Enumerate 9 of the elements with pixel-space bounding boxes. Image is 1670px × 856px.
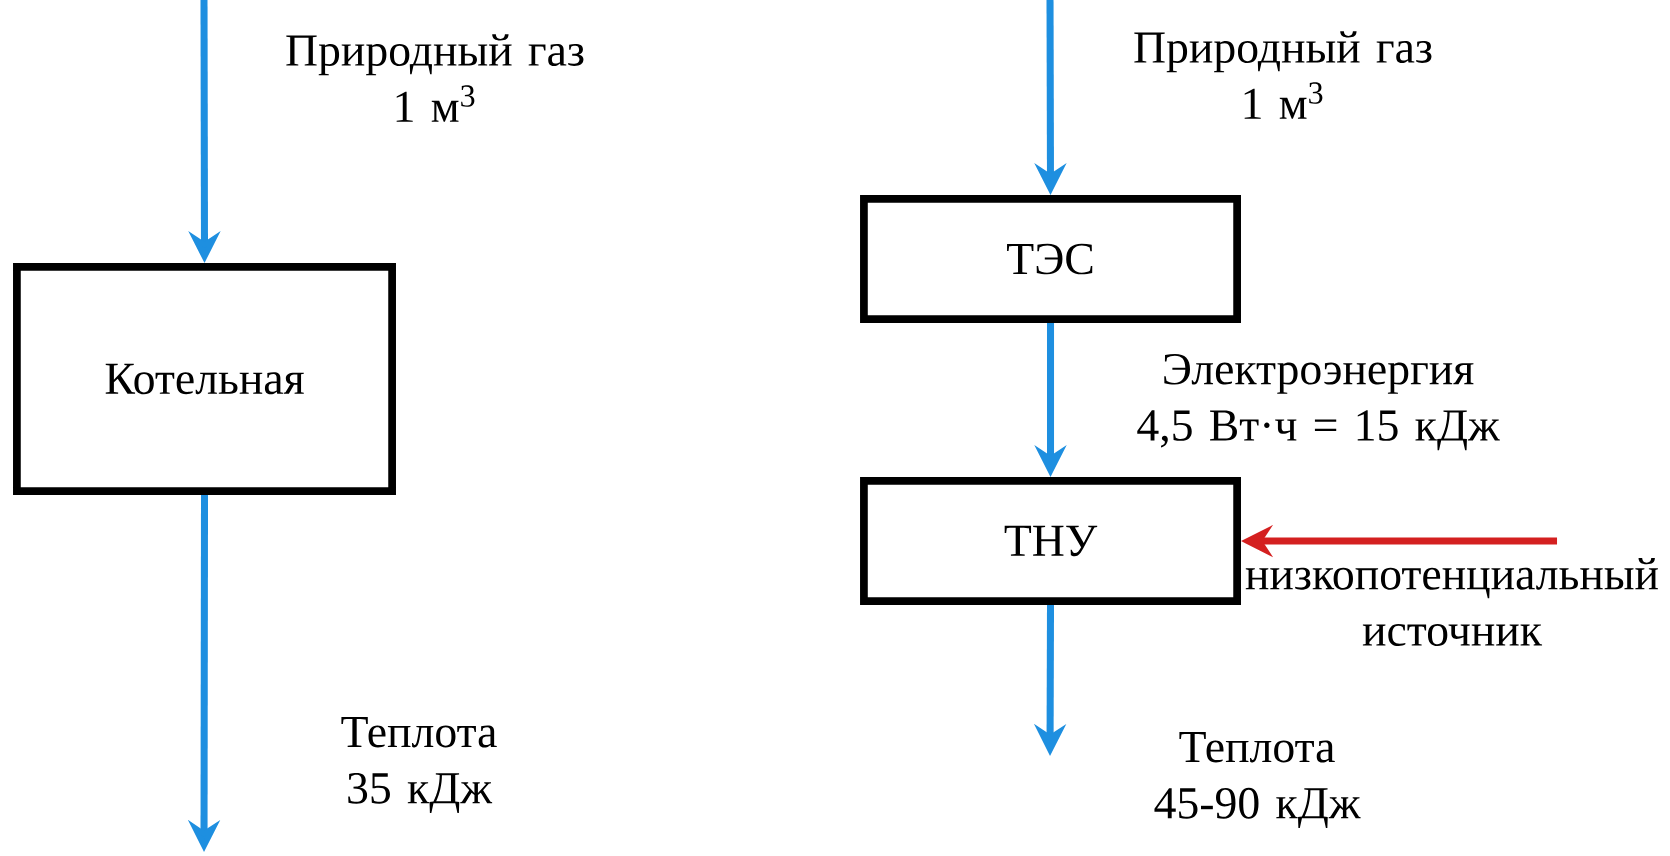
edge-label: Природный газ 1 м$^{3}$ — [286, 34, 584, 122]
edge-label: Теплота 45-90 кДж — [1154, 732, 1361, 828]
process-box: ТНУ — [860, 477, 1241, 605]
process-box: ТЭС — [860, 195, 1241, 323]
process-box: Котельная — [13, 263, 396, 495]
edge-label: Теплота 35 кДж — [341, 717, 497, 813]
edge-label: низкопотенциальный источник — [1245, 558, 1658, 646]
edge-label: Природный газ 1 м$^{3}$ — [1134, 31, 1432, 119]
edge-label: Электроэнергия 4,5 Вт·ч = 15 кДж — [1137, 353, 1500, 451]
